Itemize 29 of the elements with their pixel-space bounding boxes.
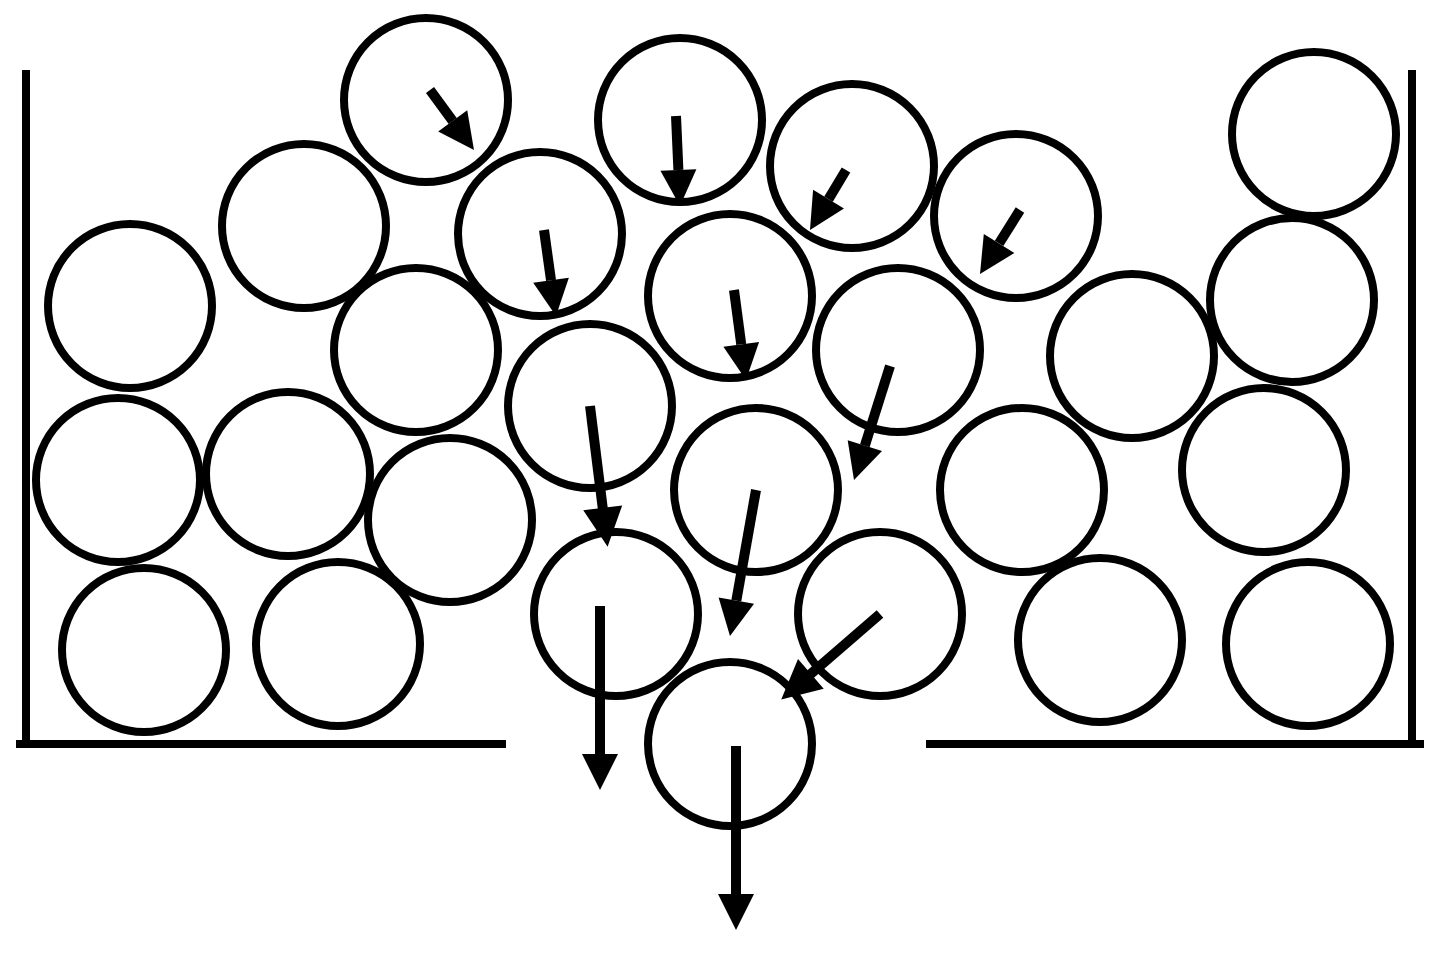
ball xyxy=(364,434,536,606)
ball xyxy=(202,388,374,560)
arrow xyxy=(583,405,623,547)
ball xyxy=(330,264,502,436)
ball xyxy=(670,404,842,576)
ball xyxy=(644,658,816,830)
ball xyxy=(218,140,390,312)
ball xyxy=(32,394,204,566)
ball xyxy=(340,14,512,186)
ball xyxy=(936,404,1108,576)
ball xyxy=(1228,48,1400,220)
ball xyxy=(1206,214,1378,386)
ball xyxy=(58,564,230,736)
ball xyxy=(1014,554,1186,726)
arrow xyxy=(781,610,884,700)
ball xyxy=(812,264,984,436)
ball xyxy=(794,528,966,700)
ball xyxy=(252,558,424,730)
ball xyxy=(1222,558,1394,730)
ball xyxy=(594,34,766,206)
ball xyxy=(766,80,938,252)
ball xyxy=(1178,384,1350,556)
ball xyxy=(1046,270,1218,442)
ball xyxy=(504,320,676,492)
ball xyxy=(454,148,626,320)
ball xyxy=(930,130,1102,302)
ball xyxy=(644,210,816,382)
ball xyxy=(44,220,216,392)
ball xyxy=(530,528,702,700)
